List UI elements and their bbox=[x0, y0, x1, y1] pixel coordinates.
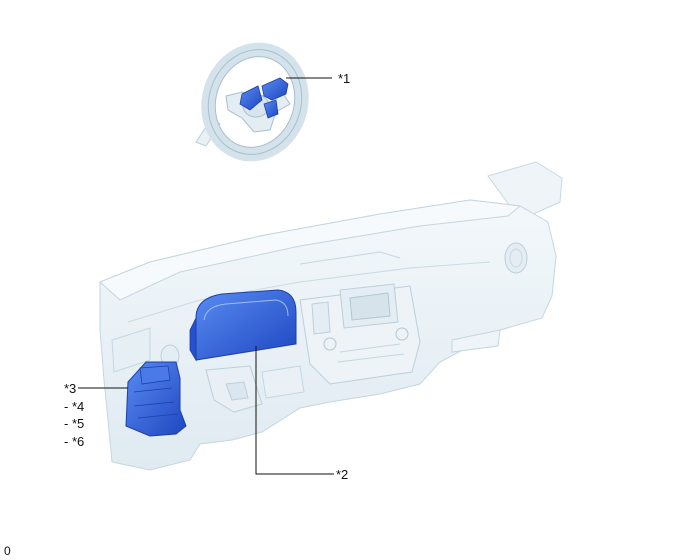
combination-meter-highlight bbox=[189, 289, 297, 362]
dashboard bbox=[99, 161, 563, 471]
leader-lines bbox=[78, 77, 334, 475]
callout-5: - *5 bbox=[64, 416, 85, 431]
ecu-module-highlight bbox=[125, 361, 187, 437]
steering-switch-highlight bbox=[239, 77, 289, 119]
callout-4: - *4 bbox=[64, 399, 85, 414]
callout-3: *3 bbox=[64, 381, 77, 396]
figure-code: 0 bbox=[4, 544, 11, 558]
callout-6: - *6 bbox=[64, 434, 85, 449]
callout-1: *1 bbox=[338, 71, 351, 86]
callout-2: *2 bbox=[336, 467, 349, 482]
